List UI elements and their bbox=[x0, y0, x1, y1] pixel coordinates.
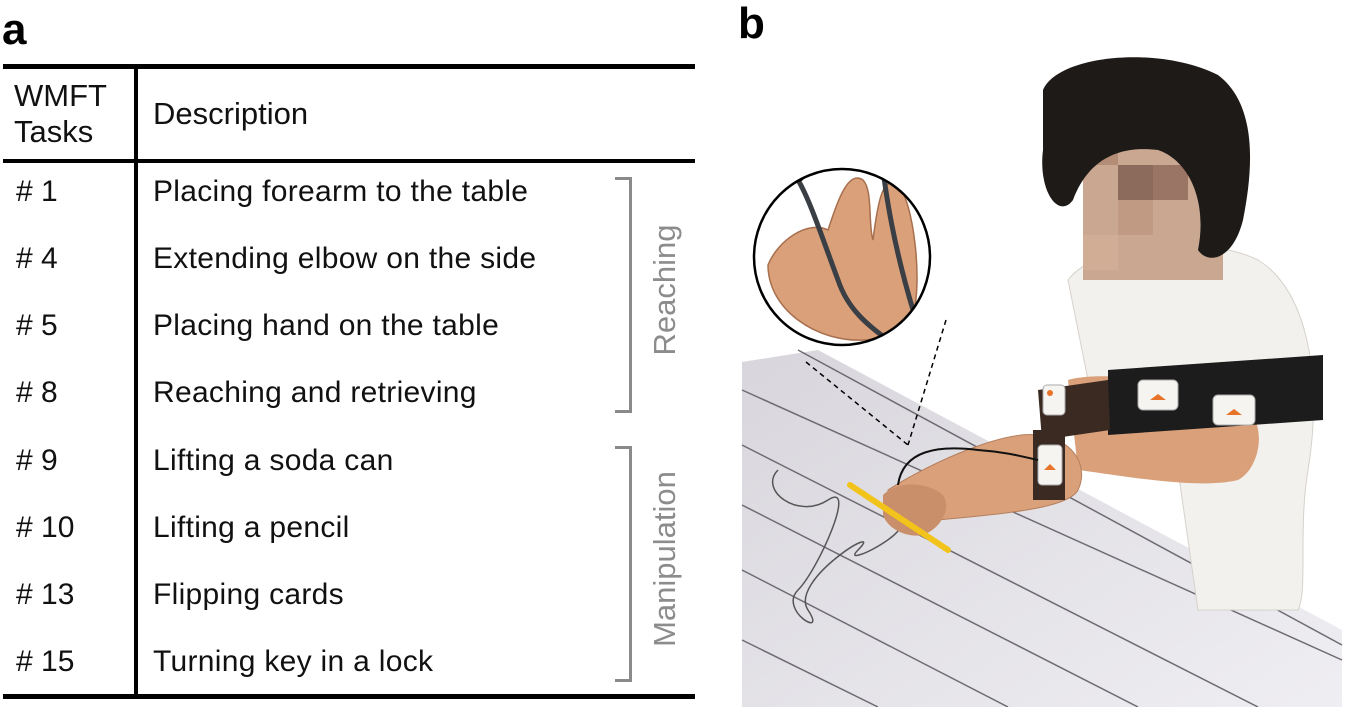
table-row: # 5 Placing hand on the table bbox=[0, 306, 640, 346]
task-description: Placing forearm to the table bbox=[153, 175, 529, 208]
panel-label-a: a bbox=[2, 5, 27, 54]
table-row: # 4 Extending elbow on the side bbox=[0, 239, 640, 279]
manipulation-bracket bbox=[615, 446, 632, 682]
task-description: Flipping cards bbox=[153, 578, 344, 611]
table-row: # 15 Turning key in a lock bbox=[0, 642, 640, 682]
task-number: # 10 bbox=[16, 511, 75, 544]
table-row: # 13 Flipping cards bbox=[0, 575, 640, 615]
pencil bbox=[847, 482, 951, 553]
drawing-scribble bbox=[771, 469, 902, 624]
task-number: # 8 bbox=[16, 376, 58, 409]
task-description: Reaching and retrieving bbox=[153, 376, 477, 409]
table-row: # 10 Lifting a pencil bbox=[0, 508, 640, 548]
group-label-reaching: Reaching bbox=[647, 224, 682, 356]
task-number: # 4 bbox=[16, 242, 58, 275]
sensor-wire bbox=[897, 447, 1039, 486]
group-label-manipulation: Manipulation bbox=[647, 471, 682, 647]
magnifier-leader bbox=[805, 361, 909, 446]
table-row: # 1 Placing forearm to the table bbox=[0, 172, 640, 212]
table-header-rule bbox=[3, 159, 695, 163]
table-bottom-rule bbox=[3, 694, 695, 699]
task-number: # 13 bbox=[16, 578, 75, 611]
table-column-divider bbox=[134, 66, 138, 696]
task-number: # 1 bbox=[16, 175, 58, 208]
header-task-text: WMFT Tasks bbox=[14, 78, 107, 149]
panel-label-b: b bbox=[738, 0, 765, 48]
hand-inset bbox=[752, 167, 932, 347]
chest-strap bbox=[1108, 355, 1323, 435]
task-description: Lifting a soda can bbox=[153, 444, 394, 477]
imu-sensors bbox=[1037, 379, 1256, 486]
table-top-rule bbox=[3, 64, 695, 69]
header-wmft-tasks: WMFT Tasks bbox=[14, 78, 124, 150]
table-lines bbox=[741, 349, 1343, 707]
task-description: Extending elbow on the side bbox=[153, 242, 537, 275]
task-number: # 9 bbox=[16, 444, 58, 477]
task-description: Lifting a pencil bbox=[153, 511, 350, 544]
task-number: # 15 bbox=[16, 645, 75, 678]
magnifier-leader bbox=[907, 319, 947, 446]
hand bbox=[883, 484, 947, 536]
header-description: Description bbox=[153, 96, 309, 131]
task-description: Placing hand on the table bbox=[153, 309, 500, 342]
table-surface bbox=[742, 350, 1342, 707]
task-description: Turning key in a lock bbox=[153, 645, 434, 678]
table-row: # 8 Reaching and retrieving bbox=[0, 373, 640, 413]
hair bbox=[1042, 57, 1251, 258]
task-number: # 5 bbox=[16, 309, 58, 342]
reaching-bracket bbox=[615, 177, 632, 413]
participant-photo bbox=[741, 57, 1343, 707]
table-row: # 9 Lifting a soda can bbox=[0, 441, 640, 481]
